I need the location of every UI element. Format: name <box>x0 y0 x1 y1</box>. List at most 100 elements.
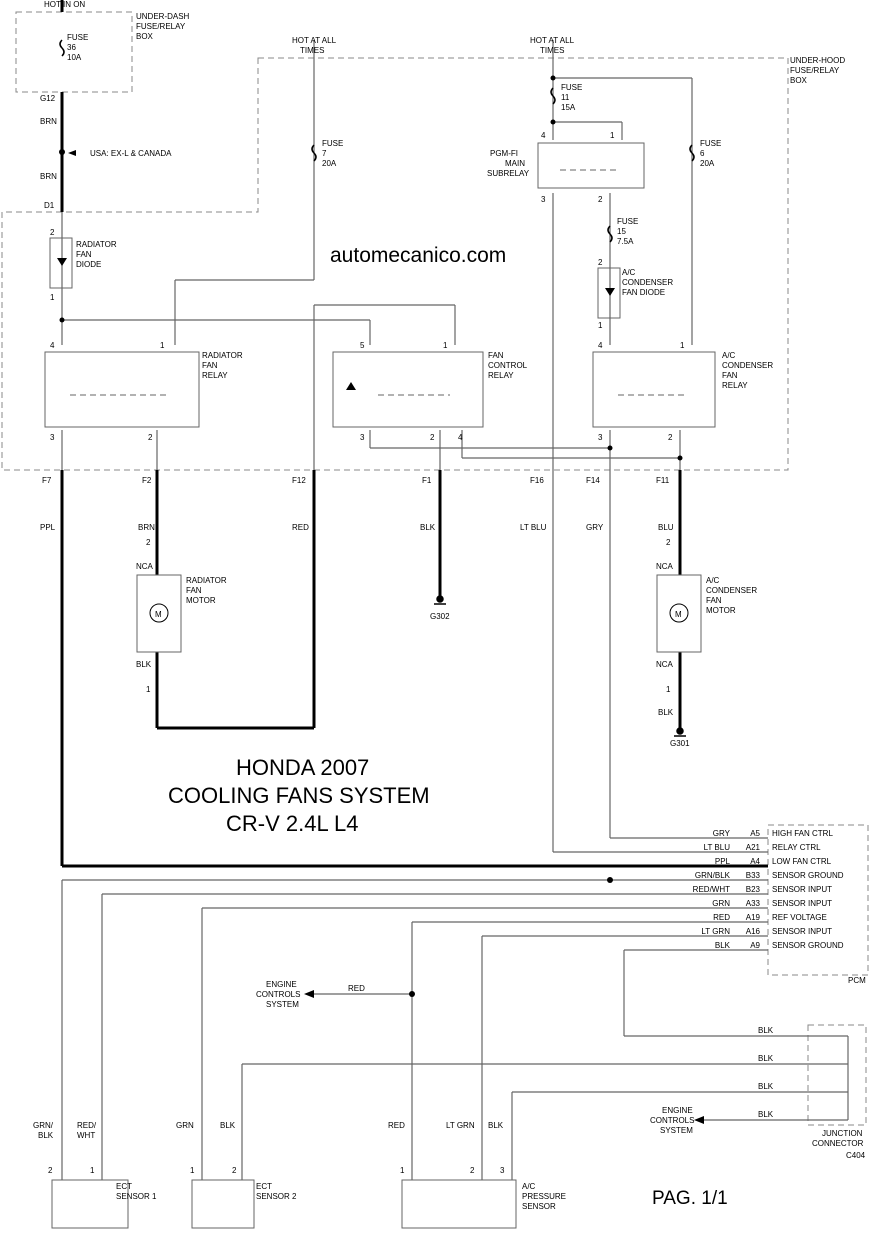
component-boxes <box>44 142 716 1229</box>
rad-motor-l3: MOTOR <box>186 596 216 605</box>
conn-f16: F16 <box>530 476 544 485</box>
fuse7-l3: 20A <box>322 159 337 168</box>
junction-box <box>807 1024 867 1126</box>
pin-pgm2: 2 <box>598 195 603 204</box>
blk3-label: BLK <box>658 708 674 717</box>
fcr-l2: CONTROL <box>488 361 528 370</box>
fuse36-l1: FUSE <box>67 33 88 42</box>
ppl-label: PPL <box>40 523 56 532</box>
under-hood-label-3: BOX <box>790 76 808 85</box>
rad-relay-l2: FAN <box>202 361 218 370</box>
fuse15-l1: FUSE <box>617 217 638 226</box>
pin-s1a: 1 <box>90 1166 95 1175</box>
pin-f1: 1 <box>598 321 603 330</box>
redwht-l1: RED/ <box>77 1121 97 1130</box>
pcm-row-pin: A19 <box>746 913 761 922</box>
ecs2-arrow <box>694 1116 704 1124</box>
pcm-row-color: PPL <box>715 857 731 866</box>
usa-arrow <box>68 150 76 156</box>
pcm-row-function: RELAY CTRL <box>772 843 821 852</box>
pin-d3: 3 <box>360 433 365 442</box>
fuse-symbols <box>59 39 695 243</box>
ac-relay-l3: FAN <box>722 371 738 380</box>
pin-f2: 2 <box>598 258 603 267</box>
pin-s3c: 3 <box>500 1166 505 1175</box>
pin-e2: 2 <box>668 433 673 442</box>
red1-label: RED <box>292 523 309 532</box>
pcm-row-function: LOW FAN CTRL <box>772 857 832 866</box>
pcm-row-pin: A4 <box>750 857 760 866</box>
nca3-label: NCA <box>656 660 674 669</box>
blk-s2-label: BLK <box>488 1121 504 1130</box>
ltblu-label: LT BLU <box>520 523 547 532</box>
pin-e3: 3 <box>598 433 603 442</box>
ect1-l2: SENSOR 1 <box>116 1192 157 1201</box>
pcm-row-color: BLK <box>715 941 731 950</box>
rad-diode-l3: DIODE <box>76 260 101 269</box>
grnblk-l1: GRN/ <box>33 1121 54 1130</box>
pin-pgm3: 3 <box>541 195 546 204</box>
blk2-label: BLK <box>136 660 152 669</box>
pcm-row-function: HIGH FAN CTRL <box>772 829 833 838</box>
pin-d2: 2 <box>430 433 435 442</box>
under-dash-label-2: FUSE/RELAY <box>136 22 186 31</box>
watermark: automecanico.com <box>330 244 506 267</box>
splice-dots <box>59 75 683 997</box>
g301-label: G301 <box>670 739 690 748</box>
pcm-label: PCM <box>848 976 866 985</box>
red-s-label: RED <box>388 1121 405 1130</box>
pcm-row-color: GRN/BLK <box>695 871 731 880</box>
conn-f2: F2 <box>142 476 152 485</box>
conn-f11: F11 <box>656 476 670 485</box>
gry-label: GRY <box>586 523 604 532</box>
acp-l3: SENSOR <box>522 1202 556 1211</box>
under-dash-label-3: BOX <box>136 32 154 41</box>
pcm-row-function: SENSOR INPUT <box>772 899 832 908</box>
fuse36-l3: 10A <box>67 53 82 62</box>
brn3-label: BRN <box>138 523 155 532</box>
pin-e4: 4 <box>598 341 603 350</box>
rad-diode-l1: RADIATOR <box>76 240 117 249</box>
brn1-label: BRN <box>40 117 57 126</box>
pin-s2c: 2 <box>470 1166 475 1175</box>
diagram-text: HOT IN ON HOT AT ALL TIMES HOT AT ALL TI… <box>33 0 866 1211</box>
ecs1-l1: ENGINE <box>266 980 297 989</box>
fuse15-l3: 7.5A <box>617 237 634 246</box>
pin-s2b: 2 <box>232 1166 237 1175</box>
nca2-label: NCA <box>656 562 674 571</box>
pgm-l1: PGM-FI <box>490 149 518 158</box>
under-hood-label-2: FUSE/RELAY <box>790 66 840 75</box>
pin-c2: 2 <box>148 433 153 442</box>
under-hood-label-1: UNDER-HOOD <box>790 56 845 65</box>
jblk4-label: BLK <box>758 1110 774 1119</box>
pin-s1c: 1 <box>400 1166 405 1175</box>
pcm-row-color: GRN <box>712 899 730 908</box>
title-line-1: HONDA 2007 <box>236 755 369 780</box>
fuse7-l1: FUSE <box>322 139 343 148</box>
pcm-row-function: SENSOR INPUT <box>772 927 832 936</box>
pcm-row-color: RED/WHT <box>693 885 730 894</box>
ac-motor-l4: MOTOR <box>706 606 736 615</box>
acp-l2: PRESSURE <box>522 1192 566 1201</box>
pin-c3: 3 <box>50 433 55 442</box>
jblk1-label: BLK <box>758 1026 774 1035</box>
jblk3-label: BLK <box>758 1082 774 1091</box>
d1-label: D1 <box>44 201 55 210</box>
pin-c4: 4 <box>50 341 55 350</box>
motor-m-1: M <box>155 610 162 619</box>
grnblk-l2: BLK <box>38 1131 54 1140</box>
blk1-label: BLK <box>420 523 436 532</box>
g12-label: G12 <box>40 94 56 103</box>
fuse6-l1: FUSE <box>700 139 721 148</box>
acp-l1: A/C <box>522 1182 536 1191</box>
pcm-row-pin: A16 <box>746 927 761 936</box>
junction-l3: C404 <box>846 1151 866 1160</box>
pin-d4: 4 <box>458 433 463 442</box>
fuse11-l2: 11 <box>561 93 570 102</box>
pcm-row-pin: B33 <box>746 871 761 880</box>
ac-relay-l2: CONDENSER <box>722 361 773 370</box>
ac-motor-l3: FAN <box>706 596 722 605</box>
hot-all-times-1b: TIMES <box>300 46 324 55</box>
ac-diode-l1: A/C <box>622 268 636 277</box>
